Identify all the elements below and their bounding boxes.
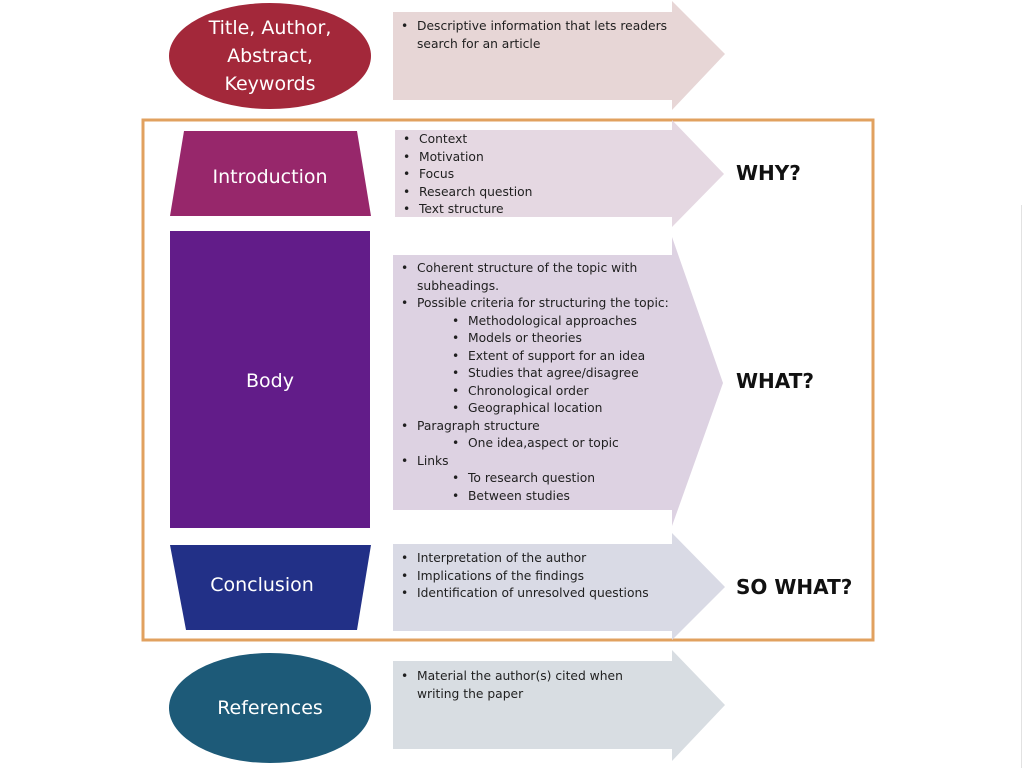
bullet-item: One idea,aspect or topic: [395, 435, 675, 453]
title-arrow-text: Descriptive information that lets reader…: [395, 18, 670, 53]
bullet-item: Text structure: [397, 201, 672, 219]
introduction-label: Introduction: [212, 166, 328, 188]
bullet-item: Studies that agree/disagree: [395, 365, 675, 383]
bullet-item: Context: [397, 131, 672, 149]
references-arrow-text: Material the author(s) cited when writin…: [395, 668, 655, 703]
body-bullet-list: Coherent structure of the topic with sub…: [395, 260, 675, 505]
bullet-item: Material the author(s) cited when writin…: [395, 668, 655, 703]
bullet-item: Methodological approaches: [395, 313, 675, 331]
bullet-item: Possible criteria for structuring the to…: [395, 295, 675, 313]
bullet-item: Chronological order: [395, 383, 675, 401]
references-ellipse: [169, 653, 371, 763]
references-bullet-list: Material the author(s) cited when writin…: [395, 668, 655, 703]
bullet-item: Geographical location: [395, 400, 675, 418]
bullet-item: Coherent structure of the topic with sub…: [395, 260, 675, 295]
bullet-item: Between studies: [395, 488, 675, 506]
bullet-item: Identification of unresolved questions: [395, 585, 670, 603]
bullet-item: Research question: [397, 184, 672, 202]
bullet-item: Extent of support for an idea: [395, 348, 675, 366]
bullet-item: Links: [395, 453, 675, 471]
bullet-item: To research question: [395, 470, 675, 488]
bullet-item: Descriptive information that lets reader…: [395, 18, 670, 53]
introduction-question: WHY?: [736, 161, 801, 185]
bullet-item: Motivation: [397, 149, 672, 167]
bullet-item: Models or theories: [395, 330, 675, 348]
bullet-item: Paragraph structure: [395, 418, 675, 436]
conclusion-arrow-text: Interpretation of the authorImplications…: [395, 550, 670, 603]
core-sections-frame: [141, 118, 875, 642]
bullet-item: Focus: [397, 166, 672, 184]
body-arrow-text: Coherent structure of the topic with sub…: [395, 260, 675, 505]
body-question: WHAT?: [736, 369, 814, 393]
conclusion-trapezoid: [170, 545, 371, 630]
introduction-bullet-list: ContextMotivationFocusResearch questionT…: [397, 131, 672, 219]
bullet-item: Interpretation of the author: [395, 550, 670, 568]
references-label: References: [217, 697, 323, 719]
introduction-arrow-text: ContextMotivationFocusResearch questionT…: [397, 131, 672, 219]
conclusion-label: Conclusion: [210, 574, 314, 596]
introduction-trapezoid: [170, 131, 371, 216]
conclusion-bullet-list: Interpretation of the authorImplications…: [395, 550, 670, 603]
references-arrow: [393, 650, 725, 761]
title-label: Title, Author, Abstract, Keywords: [208, 17, 332, 95]
title-bullet-list: Descriptive information that lets reader…: [395, 18, 670, 53]
title-ellipse: [169, 3, 371, 109]
bullet-item: Implications of the findings: [395, 568, 670, 586]
body-label: Body: [246, 370, 294, 392]
body-rectangle: [170, 231, 370, 528]
right-edge-divider: [1021, 205, 1022, 768]
conclusion-question: SO WHAT?: [736, 575, 853, 599]
